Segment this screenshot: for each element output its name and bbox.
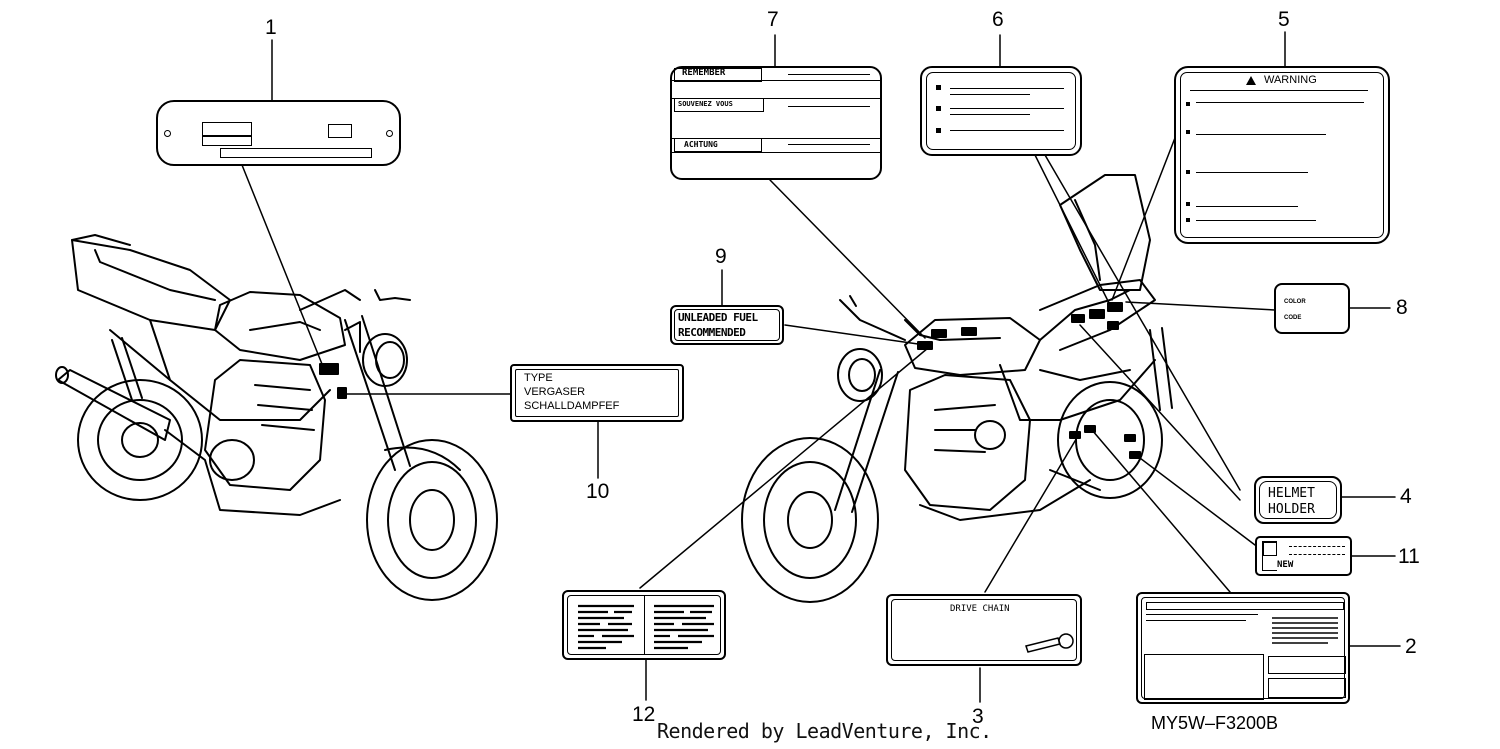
label-10-line-2: VERGASER: [524, 386, 586, 398]
label-9-unleaded-fuel: UNLEADED FUEL RECOMMENDED: [670, 305, 784, 345]
label-1-frame: [156, 100, 401, 166]
leader-lines: [241, 31, 1401, 703]
label-8-line-1: COLOR: [1284, 299, 1306, 305]
callout-7: 7: [767, 8, 779, 31]
label-11-text: NEW: [1277, 560, 1294, 570]
callout-6: 6: [992, 8, 1004, 31]
render-credit: Rendered by LeadVenture, Inc.: [657, 719, 992, 743]
left-motorcycle-drawing: [55, 234, 498, 601]
label-6-frame: [920, 66, 1082, 156]
label-7-line-3: ACHTUNG: [684, 140, 718, 149]
label-10-line-1: TYPE: [524, 372, 553, 384]
label-4-line-2: HOLDER: [1268, 502, 1315, 517]
callout-10: 10: [586, 480, 610, 503]
callout-12: 12: [632, 703, 656, 726]
label-12-text-lines: [578, 604, 714, 650]
callout-11: 11: [1398, 545, 1420, 568]
label-10-line-3: SCHALLDAMPFEF: [524, 400, 620, 412]
label-12-frame: [562, 590, 726, 660]
label-7-line-1: REMEMBER: [682, 68, 726, 78]
label-9-line-1: UNLEADED FUEL: [678, 311, 758, 324]
label-4-helmet-holder: HELMET HOLDER: [1254, 476, 1342, 524]
label-2-text-lines: [1272, 617, 1338, 644]
warning-triangle-icon: [1246, 76, 1256, 85]
wrench-icon: [1025, 633, 1074, 653]
label-2-frame: [1136, 592, 1350, 704]
label-7-remember: REMEMBER SOUVENEZ VOUS ACHTUNG: [670, 66, 882, 180]
label-3-drive-chain: DRIVE CHAIN: [886, 594, 1082, 666]
callout-8: 8: [1396, 296, 1408, 319]
right-motorcycle-drawing: [741, 174, 1173, 603]
callout-9: 9: [715, 245, 727, 268]
label-4-line-1: HELMET: [1268, 486, 1315, 501]
callout-5: 5: [1278, 8, 1290, 31]
callout-4: 4: [1400, 485, 1412, 508]
diagram-code: MY5W–F3200B: [1151, 713, 1279, 733]
label-10-type: TYPE VERGASER SCHALLDAMPFEF: [510, 364, 684, 422]
label-9-line-2: RECOMMENDED: [678, 326, 746, 339]
label-8-color-code: COLOR CODE: [1274, 283, 1350, 334]
label-5-title: WARNING: [1264, 74, 1317, 86]
label-8-line-2: CODE: [1284, 315, 1302, 321]
callout-1: 1: [265, 16, 277, 39]
callout-3: 3: [972, 705, 984, 728]
label-3-text: DRIVE CHAIN: [950, 604, 1010, 614]
label-7-line-2: SOUVENEZ VOUS: [678, 100, 733, 108]
callout-2: 2: [1405, 635, 1417, 658]
label-5-warning: WARNING: [1174, 66, 1390, 244]
label-11-new: NEW: [1255, 536, 1352, 576]
